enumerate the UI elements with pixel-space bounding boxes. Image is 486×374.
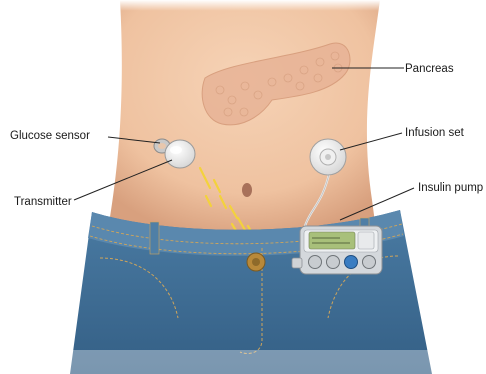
label-transmitter: Transmitter <box>14 195 72 209</box>
bottom-fade <box>60 350 440 374</box>
label-glucose-sensor: Glucose sensor <box>10 129 90 143</box>
pump-button-3 <box>345 256 358 269</box>
label-insulin-pump: Insulin pump <box>418 181 483 195</box>
pump-button-4 <box>363 256 376 269</box>
infusion-set-device <box>310 139 346 175</box>
pump-button-1 <box>309 256 322 269</box>
label-infusion-set: Infusion set <box>405 126 464 140</box>
pump-screen <box>309 232 355 249</box>
label-pancreas: Pancreas <box>405 62 454 76</box>
belt-loop <box>150 222 159 254</box>
navel <box>242 183 252 197</box>
pump-button-2 <box>327 256 340 269</box>
insulin-pump-device <box>292 226 382 274</box>
